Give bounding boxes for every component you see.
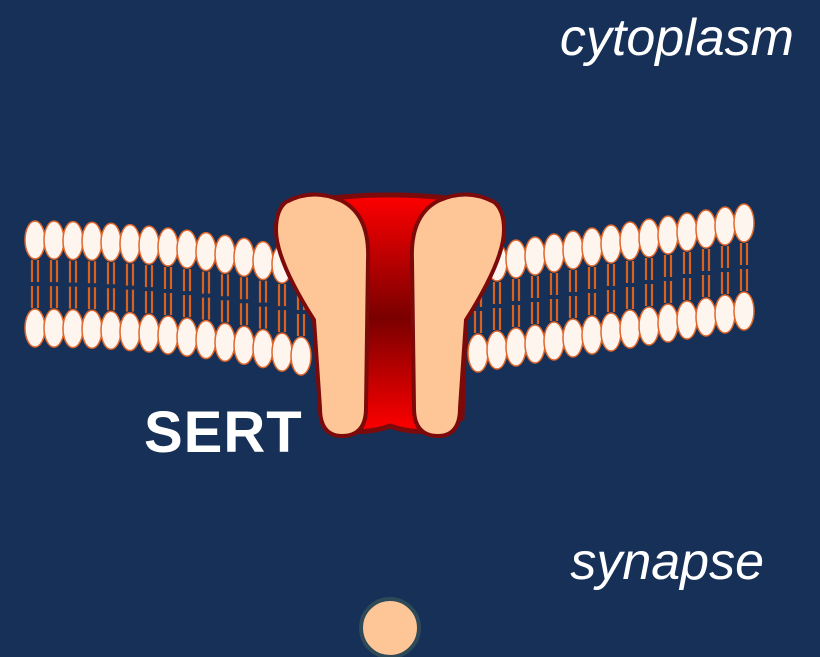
lipid-head-lower (139, 314, 159, 352)
lipid-head-lower (272, 333, 292, 371)
sert-label: SERT (144, 404, 303, 462)
lipid-head-lower (487, 331, 507, 369)
lipid-head-lower (639, 307, 659, 345)
lipid-head-upper (215, 235, 235, 273)
lipid-head-upper (177, 230, 197, 268)
lipid-head-upper (63, 222, 83, 260)
lipid-head-upper (234, 238, 254, 276)
lipid-head-lower (120, 313, 140, 351)
serotonin-molecule (361, 599, 419, 657)
lipid-head-lower (506, 328, 526, 366)
lipid-head-upper (734, 204, 754, 242)
lipid-head-lower (177, 318, 197, 356)
lipid-head-lower (468, 334, 488, 372)
lipid-head-lower (101, 311, 121, 349)
lipid-head-lower (253, 330, 273, 368)
cytoplasm-label: cytoplasm (560, 12, 794, 64)
lipid-head-lower (82, 310, 102, 348)
lipid-head-upper (25, 221, 45, 259)
lipid-head-lower (158, 316, 178, 354)
lipid-head-upper (82, 222, 102, 260)
lipid-head-lower (658, 304, 678, 342)
lipid-head-lower (291, 337, 311, 375)
lipid-head-lower (215, 323, 235, 361)
synapse-label: synapse (570, 536, 764, 588)
lipid-head-upper (506, 240, 526, 278)
lipid-head-upper (525, 237, 545, 275)
lipid-head-upper (658, 216, 678, 254)
lipid-head-upper (563, 231, 583, 269)
lipid-head-upper (196, 233, 216, 271)
lipid-head-lower (677, 301, 697, 339)
lipid-head-upper (696, 210, 716, 248)
lipid-head-lower (63, 310, 83, 348)
lipid-head-upper (639, 219, 659, 257)
lipid-head-lower (563, 319, 583, 357)
lipid-head-upper (120, 225, 140, 263)
lipid-head-lower (234, 326, 254, 364)
lipid-head-upper (677, 213, 697, 251)
lipid-head-lower (715, 295, 735, 333)
lipid-head-lower (601, 313, 621, 351)
lipid-head-upper (601, 225, 621, 263)
lipid-head-lower (582, 316, 602, 354)
lipid-head-upper (620, 222, 640, 260)
lipid-head-lower (544, 322, 564, 360)
lipid-head-upper (139, 226, 159, 264)
lipid-head-upper (101, 223, 121, 261)
lipid-head-lower (734, 292, 754, 330)
lipid-head-upper (582, 228, 602, 266)
lipid-head-lower (696, 298, 716, 336)
lipid-head-lower (44, 309, 64, 347)
lipid-head-upper (158, 228, 178, 266)
lipid-head-upper (544, 234, 564, 272)
lipid-head-upper (715, 207, 735, 245)
lipid-head-lower (525, 325, 545, 363)
lipid-head-lower (620, 310, 640, 348)
lipid-head-lower (25, 309, 45, 347)
lipid-head-lower (196, 321, 216, 359)
lipid-head-upper (44, 221, 64, 259)
lipid-head-upper (253, 242, 273, 280)
